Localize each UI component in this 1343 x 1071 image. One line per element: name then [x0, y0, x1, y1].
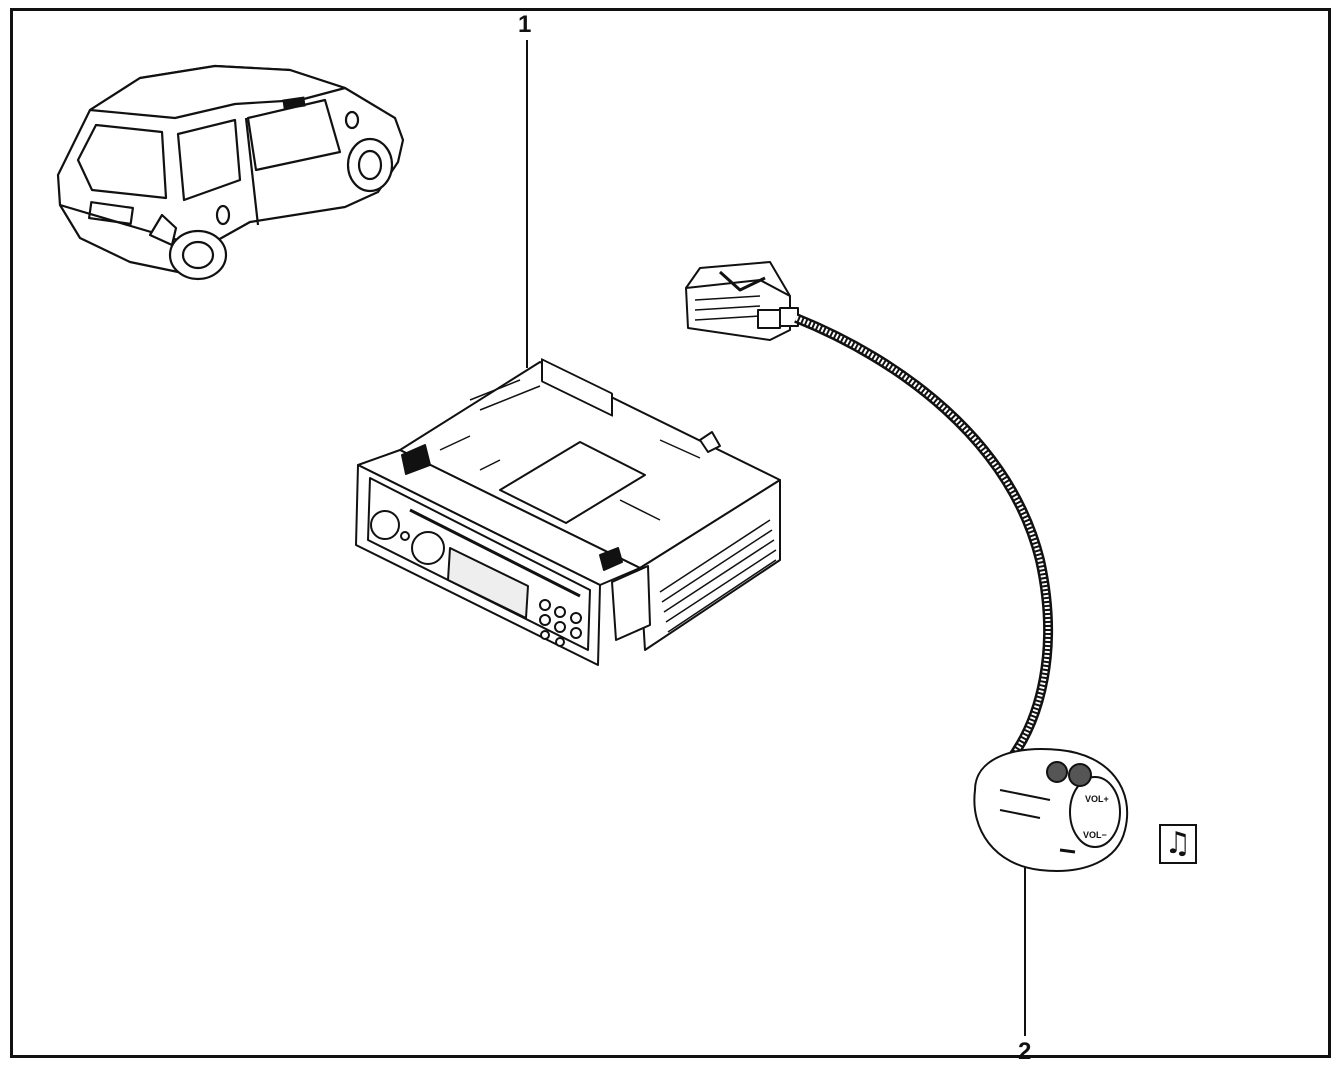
- steering-satellite-control: [973, 748, 1129, 872]
- wiring-connector: [685, 261, 799, 341]
- callout-2: 2: [1018, 1038, 1032, 1065]
- radio-unit: [355, 358, 781, 666]
- radio-location-marker: [282, 96, 306, 110]
- callout-1: 1: [518, 11, 532, 38]
- car-locator-illustration: [56, 64, 405, 281]
- music-note-icon: ♫: [1159, 824, 1197, 864]
- control-label-vol-plus: VOL+: [1085, 794, 1109, 804]
- diagram-frame: [10, 8, 1331, 1058]
- radio-surface-shading: [439, 379, 777, 633]
- cable-harness: [794, 313, 1054, 763]
- control-label-vol-minus: VOL−: [1083, 830, 1107, 840]
